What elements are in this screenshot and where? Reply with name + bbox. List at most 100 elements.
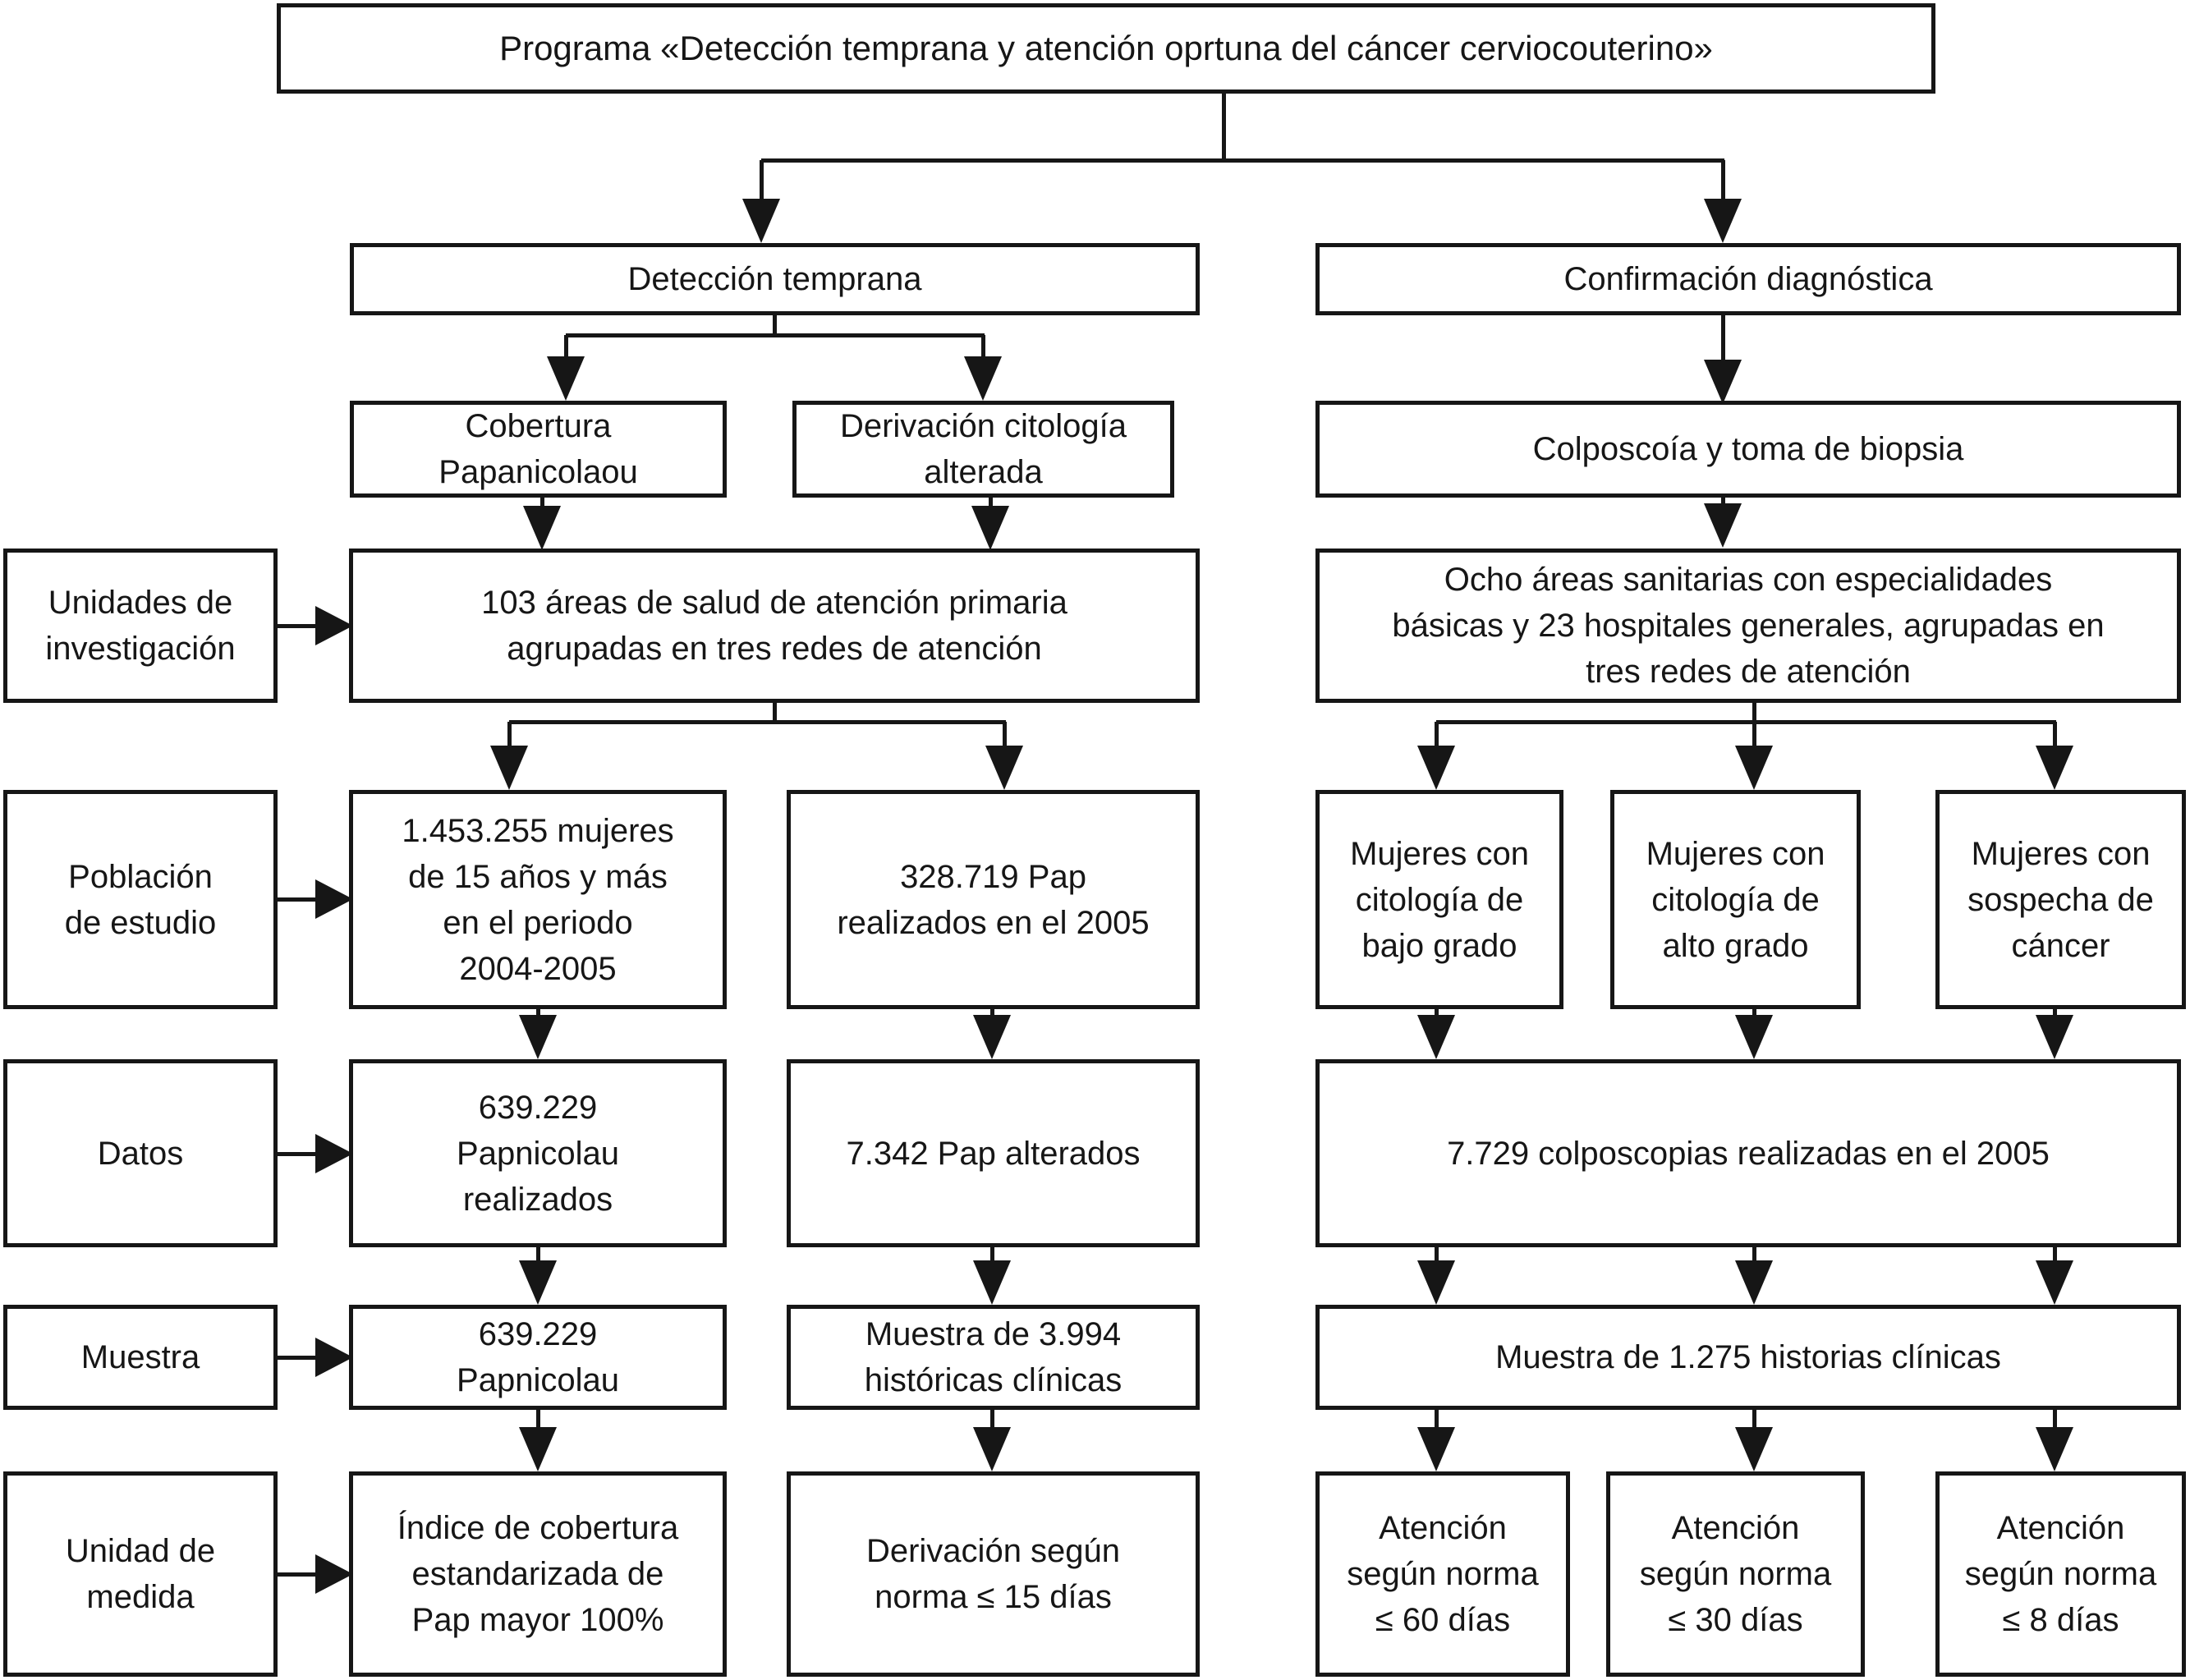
arrow-down-icon [519, 1427, 557, 1471]
arrow-down-icon [523, 506, 561, 550]
connector-line [1721, 160, 1725, 200]
confirmacion-diagnostica-box: Confirmación diagnóstica [1315, 243, 2181, 315]
arrow-down-icon [742, 199, 780, 243]
connector-line [564, 335, 568, 358]
arrow-down-icon [985, 746, 1023, 790]
connector-line [2053, 1408, 2057, 1429]
atencion-norma-30-box: Atención según norma ≤ 30 días [1606, 1471, 1865, 1677]
arrow-down-icon [1735, 1427, 1773, 1471]
derivacion-citologia-box: Derivación citología alterada [792, 401, 1174, 498]
arrow-down-icon [973, 1015, 1011, 1059]
connector-line [760, 160, 764, 200]
mujeres-sospecha-cancer-box: Mujeres con sospecha de cáncer [1935, 790, 2186, 1009]
arrow-right-icon [315, 1134, 353, 1173]
connector-line [761, 158, 1724, 163]
mujeres-1453255-box: 1.453.255 mujeres de 15 años y más en el… [349, 790, 727, 1009]
arrow-down-icon [1735, 1260, 1773, 1305]
connector-line [981, 335, 985, 358]
arrow-right-icon [315, 1554, 353, 1594]
arrow-down-icon [1735, 746, 1773, 790]
arrow-down-icon [973, 1260, 1011, 1305]
connector-line [1752, 1246, 1756, 1262]
ocho-areas-sanitarias-box: Ocho áreas sanitarias con especialidades… [1315, 549, 2181, 703]
program-title-box: Programa «Detección temprana y atención … [277, 3, 1935, 94]
connector-line [536, 1008, 540, 1017]
connector-line [989, 496, 993, 507]
arrow-down-icon [2036, 1260, 2073, 1305]
connector-line [1435, 1008, 1439, 1017]
arrow-down-icon [519, 1015, 557, 1059]
colposcopias-7729-box: 7.729 colposcopias realizadas en el 2005 [1315, 1059, 2181, 1247]
arrow-down-icon [490, 746, 528, 790]
row-label-poblacion-estudio: Población de estudio [3, 790, 278, 1009]
connector-line [1435, 1408, 1439, 1429]
row-label-unidades-investigacion: Unidades de investigación [3, 549, 278, 703]
arrow-down-icon [1704, 503, 1742, 548]
arrow-down-icon [1735, 1015, 1773, 1059]
connector-line [1752, 1408, 1756, 1429]
connector-line [990, 1408, 994, 1429]
connector-line [278, 1572, 317, 1577]
connector-line [278, 624, 317, 628]
muestra-639229-box: 639.229 Papnicolau [349, 1305, 727, 1410]
row-label-unidad-medida: Unidad de medida [3, 1471, 278, 1677]
connector-line [990, 1246, 994, 1262]
pap-328719-box: 328.719 Pap realizados en el 2005 [787, 790, 1200, 1009]
connector-line [278, 1356, 317, 1360]
arrow-down-icon [519, 1260, 557, 1305]
arrow-down-icon [973, 1427, 1011, 1471]
pap-639229-realizados-box: 639.229 Papnicolau realizados [349, 1059, 727, 1247]
arrow-right-icon [315, 1338, 353, 1377]
connector-line [990, 1008, 994, 1017]
connector-line [773, 315, 777, 337]
connector-line [1752, 701, 1756, 723]
connector-line [278, 897, 317, 902]
indice-cobertura-box: Índice de cobertura estandarizada de Pap… [349, 1471, 727, 1677]
connector-line [2053, 1246, 2057, 1262]
connector-line [1435, 722, 1439, 747]
colposcopia-biopsia-box: Colposcoía y toma de biopsia [1315, 401, 2181, 498]
arrow-down-icon [1417, 1260, 1455, 1305]
arrow-right-icon [315, 879, 353, 919]
arrow-down-icon [1704, 199, 1742, 243]
connector-line [536, 1408, 540, 1429]
connector-line [773, 701, 777, 723]
atencion-norma-8-box: Atención según norma ≤ 8 días [1935, 1471, 2186, 1677]
connector-line [540, 496, 544, 507]
areas-salud-103-box: 103 áreas de salud de atención primaria … [349, 549, 1200, 703]
arrow-down-icon [547, 356, 585, 401]
arrow-down-icon [1417, 1015, 1455, 1059]
arrow-down-icon [2036, 1427, 2073, 1471]
muestra-1275-box: Muestra de 1.275 historias clínicas [1315, 1305, 2181, 1410]
arrow-down-icon [2036, 1015, 2073, 1059]
deteccion-temprana-box: Detección temprana [350, 243, 1200, 315]
arrow-down-icon [1417, 1427, 1455, 1471]
row-label-muestra: Muestra [3, 1305, 278, 1410]
cobertura-papanicolaou-box: Cobertura Papanicolaou [350, 401, 727, 498]
connector-line [536, 1246, 540, 1262]
arrow-down-icon [964, 356, 1002, 401]
mujeres-bajo-grado-box: Mujeres con citología de bajo grado [1315, 790, 1563, 1009]
connector-line [1003, 722, 1007, 747]
row-label-datos: Datos [3, 1059, 278, 1247]
connector-line [1752, 722, 1756, 747]
connector-line [1222, 94, 1226, 162]
connector-line [1436, 720, 2056, 724]
arrow-down-icon [1417, 746, 1455, 790]
connector-line [507, 722, 512, 747]
derivacion-norma-15-box: Derivación según norma ≤ 15 días [787, 1471, 1200, 1677]
connector-line [509, 720, 1006, 724]
connector-line [278, 1152, 317, 1156]
arrow-down-icon [971, 506, 1009, 550]
pap-7342-alterados-box: 7.342 Pap alterados [787, 1059, 1200, 1247]
arrow-right-icon [315, 606, 353, 645]
arrow-down-icon [2036, 746, 2073, 790]
connector-line [1752, 1008, 1756, 1017]
connector-line [1721, 315, 1725, 361]
connector-line [2053, 722, 2057, 747]
connector-line [1435, 1246, 1439, 1262]
muestra-3994-box: Muestra de 3.994 históricas clínicas [787, 1305, 1200, 1410]
mujeres-alto-grado-box: Mujeres con citología de alto grado [1610, 790, 1861, 1009]
connector-line [2053, 1008, 2057, 1017]
